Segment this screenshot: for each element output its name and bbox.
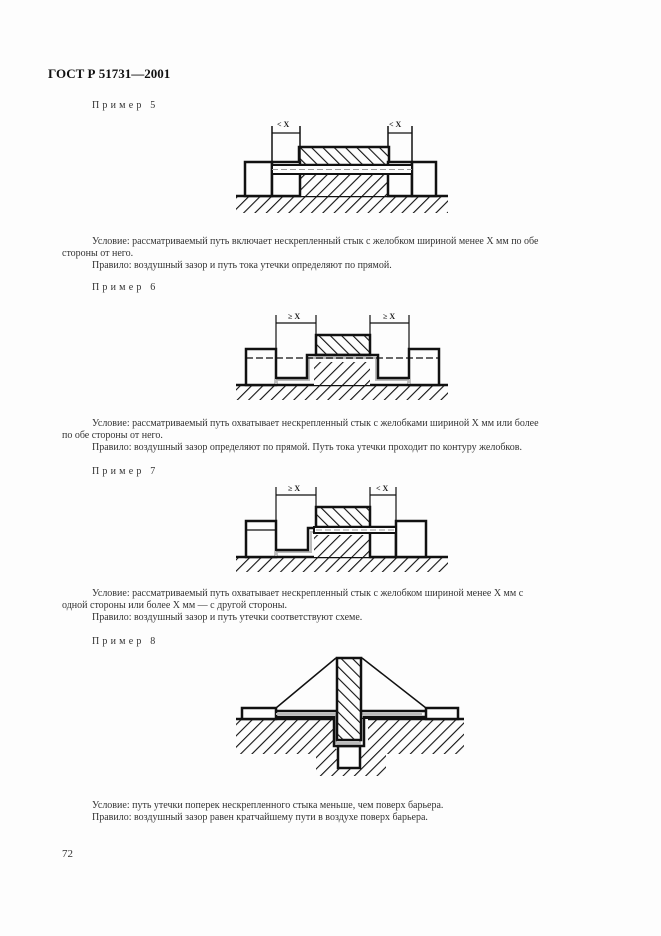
condition-text-cont: по обе стороны от него.: [62, 430, 163, 441]
dim-right-label: < X: [376, 484, 389, 493]
example-7-diagram: [236, 487, 448, 572]
example-8-text: Условие: путь утечки поперек нескрепленн…: [92, 800, 592, 824]
example-6-label: Пример 6: [92, 282, 159, 293]
example-5-text: Условие: рассматриваемый путь включает н…: [62, 236, 602, 272]
rule-text: Правило: воздушный зазор и путь тока уте…: [92, 260, 392, 271]
rule-text: Правило: воздушный зазор определяют по п…: [92, 442, 522, 453]
example-6-diagram: [236, 315, 448, 400]
document-header: ГОСТ Р 51731—2001: [48, 66, 171, 81]
example-7-text: Условие: рассматриваемый путь охватывает…: [62, 588, 602, 624]
condition-text-cont: стороны от него.: [62, 248, 134, 259]
example-8-label: Пример 8: [92, 636, 159, 647]
condition-text: Условие: рассматриваемый путь охватывает…: [92, 418, 539, 429]
dim-left-label: ≥ X: [288, 484, 301, 493]
condition-text: Условие: рассматриваемый путь включает н…: [92, 236, 539, 247]
dim-right-label: < X: [389, 120, 402, 129]
dim-right-label: ≥ X: [383, 312, 396, 321]
dim-left-label: < X: [277, 120, 290, 129]
rule-text: Правило: воздушный зазор равен кратчайше…: [92, 812, 428, 823]
condition-text: Условие: путь утечки поперек нескрепленн…: [92, 800, 444, 811]
example-8-diagram: [236, 656, 464, 776]
dim-left-label: ≥ X: [288, 312, 301, 321]
rule-text: Правило: воздушный зазор и путь утечки с…: [92, 612, 363, 623]
example-5-diagram: [236, 126, 448, 213]
example-5-label: Пример 5: [92, 100, 159, 111]
condition-text-cont: одной стороны или более X мм — с другой …: [62, 600, 287, 611]
condition-text: Условие: рассматриваемый путь охватывает…: [92, 588, 524, 599]
page-number: 72: [62, 848, 73, 860]
example-7-label: Пример 7: [92, 466, 159, 477]
example-6-text: Условие: рассматриваемый путь охватывает…: [62, 418, 602, 454]
